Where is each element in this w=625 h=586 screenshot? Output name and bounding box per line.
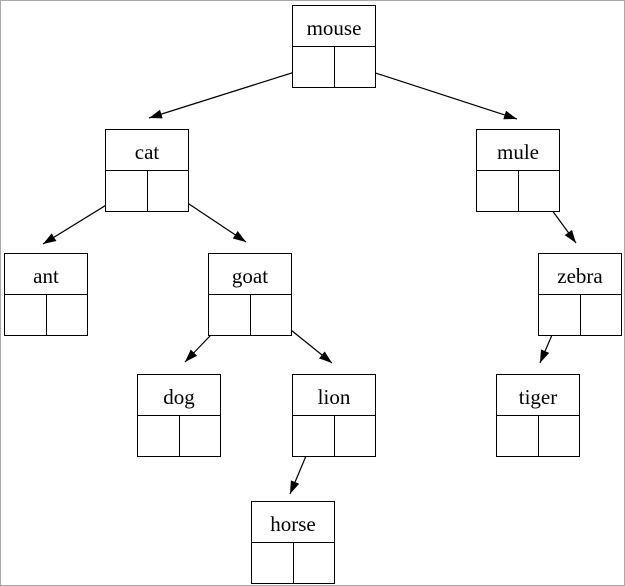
left-pointer-cell <box>293 416 335 456</box>
node-label: mule <box>477 130 559 171</box>
left-pointer-cell <box>497 416 539 456</box>
left-pointer-cell <box>209 295 251 335</box>
tree-node-tiger: tiger <box>496 374 580 457</box>
tree-node-horse: horse <box>251 501 335 584</box>
tree-node-dog: dog <box>137 374 221 457</box>
node-label: mouse <box>293 6 375 47</box>
node-label: cat <box>106 130 188 171</box>
right-pointer-cell <box>519 171 560 211</box>
right-pointer-cell <box>47 295 88 335</box>
pointer-cells <box>106 171 188 211</box>
tree-node-zebra: zebra <box>538 253 622 336</box>
tree-node-ant: ant <box>4 253 88 336</box>
right-pointer-cell <box>335 416 376 456</box>
right-pointer-cell <box>180 416 221 456</box>
node-label: lion <box>293 375 375 416</box>
pointer-cells <box>5 295 87 335</box>
node-label: goat <box>209 254 291 295</box>
right-pointer-cell <box>251 295 292 335</box>
left-pointer-cell <box>106 171 148 211</box>
tree-node-cat: cat <box>105 129 189 212</box>
node-label: horse <box>252 502 334 543</box>
pointer-cells <box>138 416 220 456</box>
left-pointer-cell <box>539 295 581 335</box>
tree-node-mule: mule <box>476 129 560 212</box>
left-pointer-cell <box>252 543 294 583</box>
pointer-cells <box>252 543 334 583</box>
pointer-cells <box>477 171 559 211</box>
pointer-cells <box>293 47 375 87</box>
left-pointer-cell <box>477 171 519 211</box>
node-label: tiger <box>497 375 579 416</box>
node-label: ant <box>5 254 87 295</box>
left-pointer-cell <box>5 295 47 335</box>
left-pointer-cell <box>138 416 180 456</box>
node-label: dog <box>138 375 220 416</box>
tree-node-goat: goat <box>208 253 292 336</box>
edge-mouse-right-mule <box>353 65 518 120</box>
node-label: zebra <box>539 254 621 295</box>
right-pointer-cell <box>539 416 580 456</box>
pointer-cells <box>293 416 375 456</box>
pointer-cells <box>539 295 621 335</box>
tree-node-lion: lion <box>292 374 376 457</box>
pointer-cells <box>497 416 579 456</box>
right-pointer-cell <box>581 295 622 335</box>
right-pointer-cell <box>335 47 376 87</box>
right-pointer-cell <box>148 171 189 211</box>
right-pointer-cell <box>294 543 335 583</box>
pointer-cells <box>209 295 291 335</box>
left-pointer-cell <box>293 47 335 87</box>
tree-node-mouse: mouse <box>292 5 376 88</box>
